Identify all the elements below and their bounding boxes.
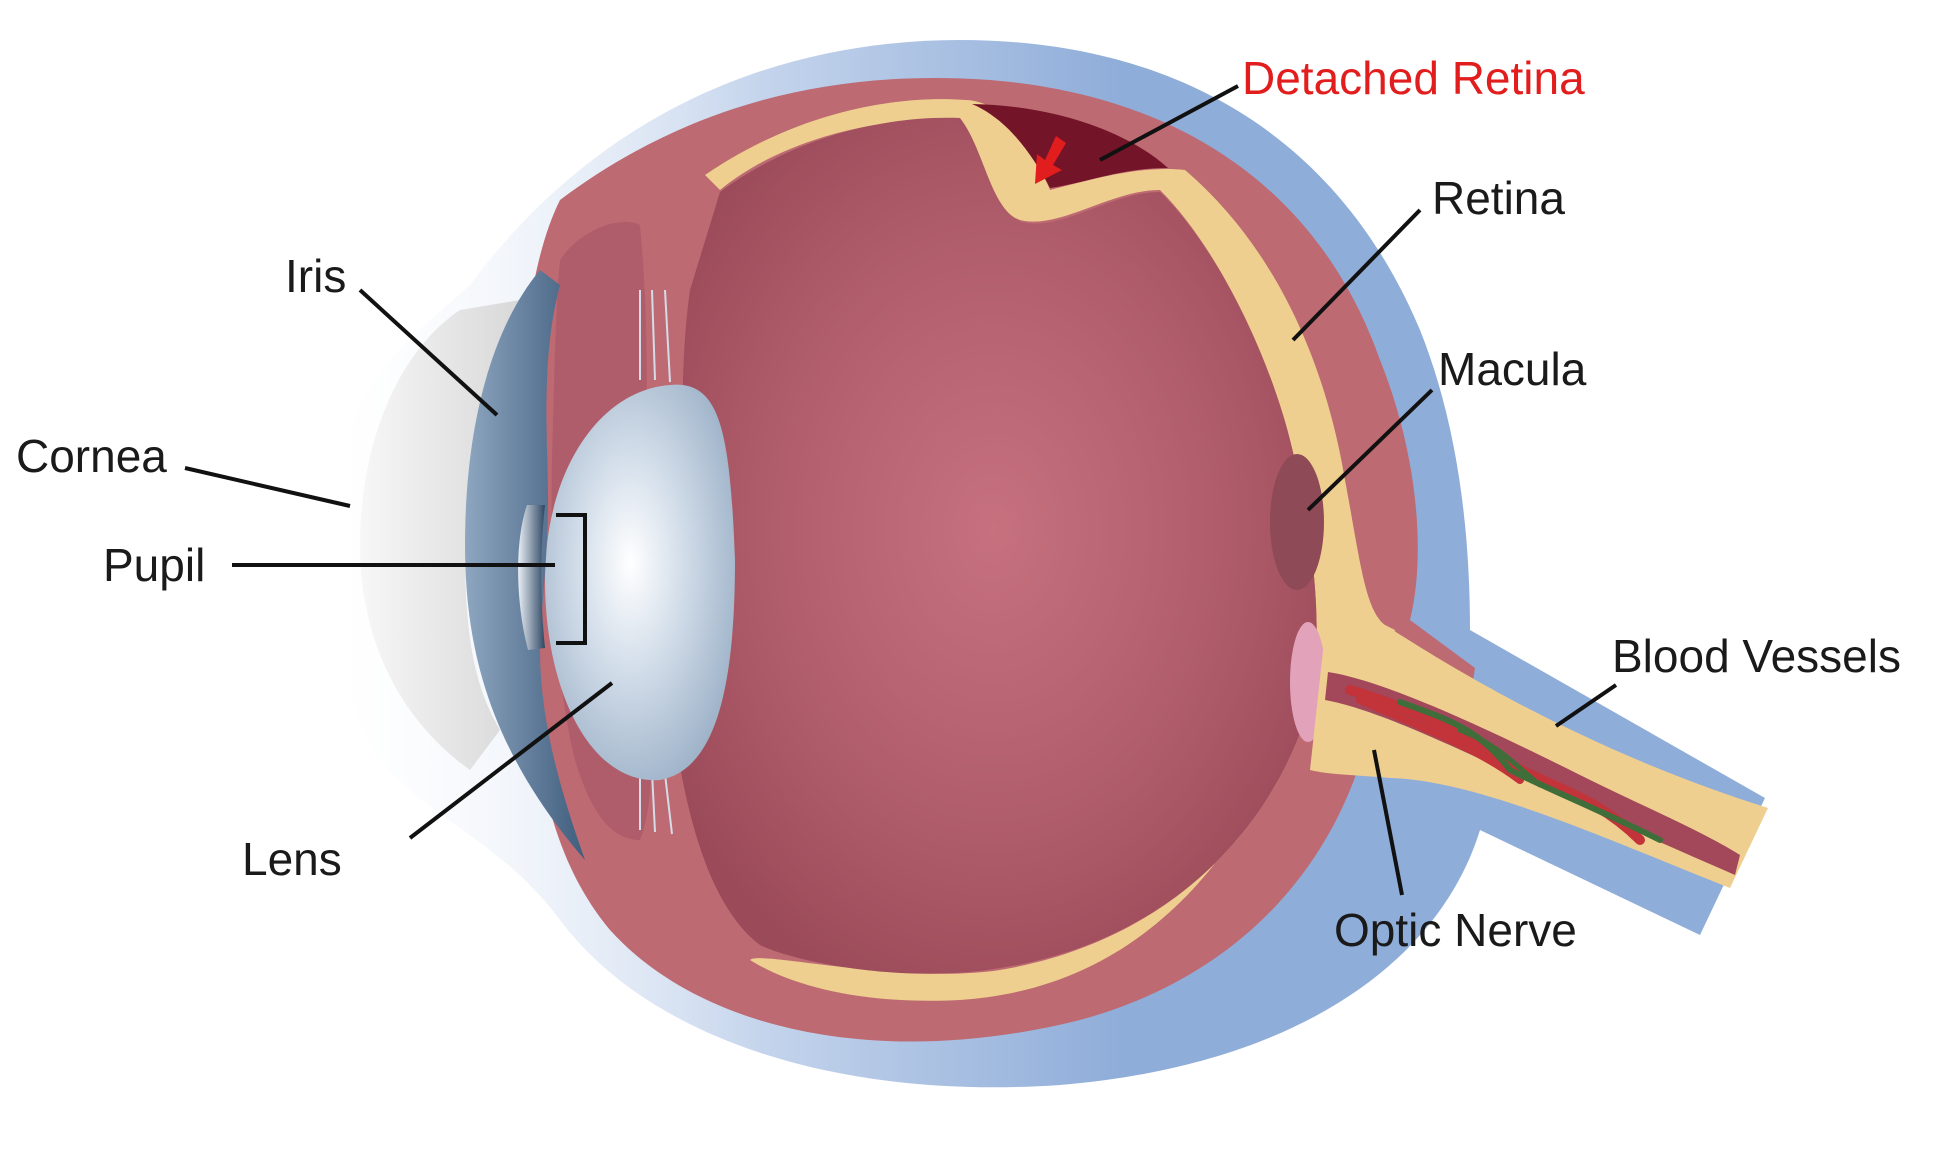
zonule-fibers <box>639 289 673 835</box>
leader-cornea <box>184 466 351 508</box>
label-macula: Macula <box>1438 343 1587 395</box>
label-cornea: Cornea <box>16 430 167 482</box>
label-retina: Retina <box>1432 172 1565 224</box>
detached-retina-region <box>972 104 1168 188</box>
leader-retina <box>1291 208 1422 342</box>
leader-macula <box>1306 388 1434 512</box>
label-iris: Iris <box>285 250 346 302</box>
detached-retina-arrow-icon <box>1035 136 1066 184</box>
leader-blood-vessels <box>1554 683 1618 728</box>
label-blood-vessels: Blood Vessels <box>1612 630 1901 682</box>
leader-lens <box>408 681 614 840</box>
lens <box>545 384 735 781</box>
label-lens: Lens <box>242 833 342 885</box>
label-detached-retina: Detached Retina <box>1242 52 1585 104</box>
leader-iris <box>358 288 499 417</box>
pupil-bracket <box>556 513 587 645</box>
vitreous-body <box>670 117 1317 974</box>
label-pupil: Pupil <box>103 539 205 591</box>
macula <box>1270 454 1324 590</box>
label-optic-nerve: Optic Nerve <box>1334 904 1577 956</box>
leader-detached-retina <box>1099 84 1239 162</box>
cornea <box>360 300 520 770</box>
leader-optic-nerve <box>1372 749 1404 896</box>
blood-vessels <box>1345 685 1663 845</box>
pupil <box>518 505 545 650</box>
